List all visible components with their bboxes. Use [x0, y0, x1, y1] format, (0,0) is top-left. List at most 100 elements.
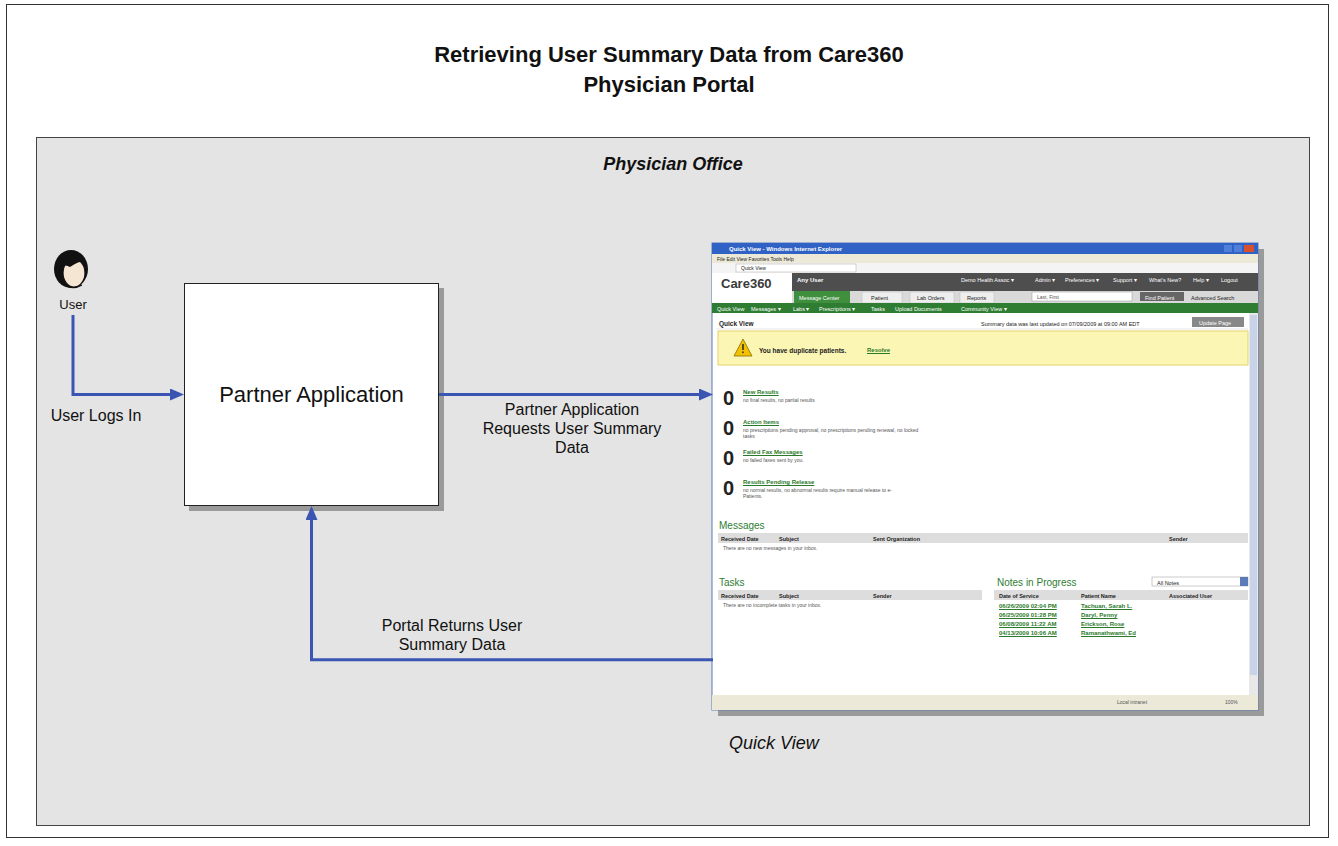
screen-text: Subject: [779, 593, 799, 599]
dropdown: [1152, 577, 1248, 586]
screen-text: Patient: [871, 295, 888, 301]
screen-text: Admin ▾: [1035, 277, 1055, 283]
dropdown-arrow: [1240, 577, 1248, 586]
screen-text: There are no new messages in your inbox.: [723, 546, 818, 552]
node-text: Partner Application: [209, 382, 414, 408]
screen-text: no final results, no partial results: [743, 398, 815, 404]
screen-text: File Edit View Favorites Tools Help: [717, 257, 794, 263]
screen-text: Local intranet: [1117, 700, 1147, 706]
menu-bar: [712, 254, 1258, 263]
screen-text: Erickson, Rose: [1081, 621, 1124, 628]
screen-text: Find Patient: [1145, 295, 1174, 301]
screen-text: 06/25/2009 01:28 PM: [999, 612, 1057, 619]
screen-text: Logout: [1221, 277, 1238, 283]
screen-text: Update Page: [1199, 320, 1231, 326]
screen-text: 06/08/2009 11:22 AM: [999, 621, 1057, 628]
screen-text: Any User: [797, 277, 823, 284]
title-bar: [712, 243, 1258, 254]
table-header: [718, 533, 1248, 543]
screen-text: no failed faxes sent by you.: [743, 458, 804, 464]
edge-label: Partner Application Requests User Summar…: [477, 400, 667, 457]
screen-text: 04/13/2009 10:06 AM: [999, 630, 1057, 637]
tab: [862, 292, 902, 303]
screen-text: Upload Documents: [895, 306, 942, 312]
screen-text: What's New?: [1149, 277, 1181, 283]
win-button: [1244, 245, 1254, 252]
update-button: [1192, 317, 1244, 327]
divider: [716, 329, 1248, 330]
flow-arrow: [312, 514, 714, 660]
screen-text: New Results: [743, 389, 779, 396]
screen-text: Received Date: [721, 536, 759, 542]
screen-text: 0: [723, 448, 734, 468]
screen-text: Lab Orders: [917, 295, 945, 301]
search-box: [1032, 292, 1132, 301]
screen-text: Tasks: [719, 577, 745, 589]
screen-text: Prescriptions ▾: [819, 306, 855, 312]
connector-layer: [37, 138, 1311, 827]
node-text: User: [59, 297, 86, 312]
screen-text: Advanced Search: [1191, 295, 1234, 301]
screen-text: Demo Health Assoc ▾: [961, 277, 1014, 283]
screen-text: Failed Fax Messages: [743, 449, 803, 456]
logo-area: [712, 273, 792, 303]
screen-text: Message Center: [799, 295, 839, 301]
screen-text: Community View ▾: [961, 306, 1007, 312]
screen-text: Subject: [779, 536, 799, 542]
edge-label: Portal Returns User Summary Data: [357, 616, 547, 654]
screen-text: Received Date: [721, 593, 759, 599]
screen-text: Support ▾: [1113, 277, 1137, 283]
tab: [960, 292, 994, 303]
diagram-title: Retrieving User Summary Data from Care36…: [419, 40, 919, 100]
screen-text: Sender: [873, 593, 892, 599]
flow-arrow: [439, 393, 705, 396]
process-box: Partner Application: [184, 283, 439, 506]
active-tab: [794, 291, 850, 303]
screen-text: Messages ▾: [751, 306, 781, 312]
screen-text: All Notes: [1157, 580, 1179, 586]
screen-text: Messages: [719, 520, 765, 532]
warning-icon: [734, 339, 752, 356]
user-icon: [54, 250, 88, 288]
scrollbar: [1249, 313, 1258, 695]
alert-box: [718, 331, 1248, 365]
window: [712, 243, 1258, 710]
office-region: Physician OfficeUserPartner ApplicationQ…: [36, 137, 1310, 826]
tab-row: [792, 291, 1258, 303]
screen-text: Reports: [967, 295, 986, 301]
screen-text: Daryl, Penny: [1081, 612, 1117, 619]
screen-text: 0: [723, 478, 734, 498]
screen-text: Help ▾: [1193, 277, 1209, 283]
screen-text: Ramanathwami, Ed: [1081, 630, 1136, 637]
warning-mark: [742, 352, 744, 354]
user-fringe: [60, 255, 86, 269]
screen-text: Labs ▾: [793, 306, 809, 312]
nav-bar: [712, 303, 1258, 313]
screen-text: 0: [723, 388, 734, 408]
screen-text: Tasks: [871, 306, 885, 312]
table-header: [994, 590, 1248, 600]
find-button: [1140, 292, 1184, 301]
scroll-thumb: [1250, 315, 1257, 675]
address-bar: [712, 263, 1258, 273]
user-hair: [54, 250, 88, 288]
node-text: Quick View: [729, 733, 819, 754]
warning-mark: [742, 344, 744, 350]
screen-text: Quick View - Windows Internet Explorer: [729, 246, 842, 253]
screen-text: Sender: [1169, 536, 1188, 542]
screen-text: Last, First: [1037, 295, 1059, 301]
win-button: [1224, 245, 1232, 252]
flow-arrow: [73, 315, 176, 395]
screen-text: Preferences ▾: [1065, 277, 1099, 283]
screen-text: 100%: [1225, 700, 1238, 706]
screen-text: Summary data was last updated on 07/09/2…: [981, 321, 1140, 327]
edge-label: User Logs In: [41, 406, 151, 425]
screen-text: Associated User: [1169, 593, 1212, 599]
screen-text: Care360: [721, 277, 772, 292]
screen-text: Patient Name: [1081, 593, 1116, 599]
screen-text: Notes in Progress: [997, 577, 1076, 589]
screen-text: Quick View: [741, 266, 766, 272]
screen-text: no normal results, no abnormal results r…: [743, 488, 893, 500]
win-button: [1234, 245, 1242, 252]
